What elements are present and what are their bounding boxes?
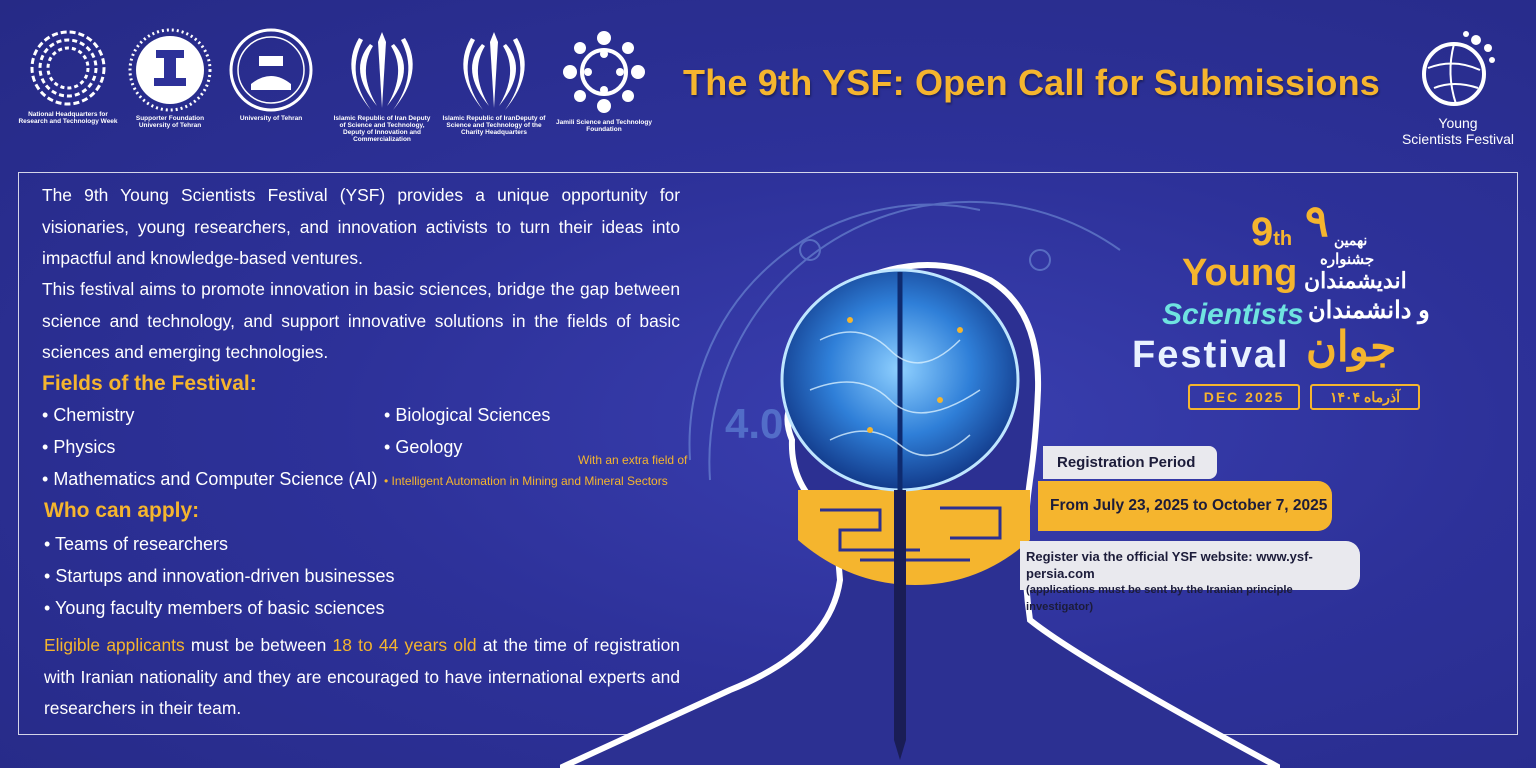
logo-caption: Islamic Republic of Iran Deputy of Scien… bbox=[333, 115, 431, 143]
logo-supporter-foundation: Supporter Foundation University of Tehra… bbox=[124, 28, 216, 129]
eligibility-paragraph: Eligible applicants must be between 18 t… bbox=[44, 630, 680, 725]
fields-heading: Fields of the Festival: bbox=[42, 372, 257, 395]
apply-heading: Who can apply: bbox=[44, 499, 200, 522]
page-title: The 9th YSF: Open Call for Submissions bbox=[683, 62, 1381, 103]
brand-logo: Young Scientists Festival bbox=[1398, 28, 1518, 147]
field-item: Chemistry bbox=[42, 405, 134, 426]
registration-website-box: Register via the official YSF website: w… bbox=[1020, 541, 1360, 613]
field-item: Biological Sciences bbox=[384, 405, 550, 426]
ysf-globe-icon bbox=[1422, 31, 1495, 106]
fest-fa-line2: جشنواره bbox=[1320, 251, 1375, 268]
fest-scientists: Scientists bbox=[1162, 298, 1304, 331]
registration-note: (applications must be sent by the Irania… bbox=[1026, 584, 1293, 613]
apply-item: Young faculty members of basic sciences bbox=[44, 598, 385, 619]
logo-national-headquarters: National Headquarters for Research and T… bbox=[18, 28, 118, 125]
extra-field-label: With an extra field of bbox=[578, 453, 688, 467]
registration-website[interactable]: Register via the official YSF website: w… bbox=[1026, 549, 1313, 581]
brand-line2: Scientists Festival bbox=[1401, 131, 1515, 147]
iran-emblem-icon bbox=[351, 32, 413, 110]
iran-emblem-icon bbox=[463, 32, 525, 110]
fest-fa-date: آذرماه ۱۴۰۴ bbox=[1310, 384, 1420, 410]
logo-caption: Jamili Science and Technology Foundation bbox=[556, 119, 652, 133]
logo-jamili-foundation: Jamili Science and Technology Foundation bbox=[556, 28, 652, 133]
fest-sup: th bbox=[1273, 228, 1293, 250]
field-item: Geology bbox=[384, 437, 462, 458]
molecule-ring-icon bbox=[563, 31, 645, 113]
logo-caption: Islamic Republic of IranDeputy of Scienc… bbox=[442, 115, 546, 136]
intro-paragraph-2: This festival aims to promote innovation… bbox=[42, 279, 680, 362]
logo-iran-emblem-1: Islamic Republic of Iran Deputy of Scien… bbox=[330, 28, 434, 143]
fest-fa-line3: اندیشمندان bbox=[1304, 268, 1407, 293]
logo-caption: University of Tehran bbox=[239, 115, 303, 122]
apply-item: Teams of researchers bbox=[44, 534, 228, 555]
brand-line1: Young bbox=[1438, 115, 1478, 131]
university-seal-icon bbox=[229, 28, 313, 112]
extra-field-text: Intelligent Automation in Mining and Min… bbox=[391, 474, 668, 488]
fest-festival: Festival bbox=[1132, 334, 1290, 376]
eligibility-text: at the time of registration with Iranian… bbox=[44, 635, 680, 718]
extra-field-item: • Intelligent Automation in Mining and M… bbox=[384, 474, 668, 488]
fest-num: 9 bbox=[1251, 210, 1274, 254]
fest-fa-big: جوان bbox=[1306, 323, 1397, 370]
logo-caption: National Headquarters for Research and T… bbox=[18, 111, 118, 125]
logo-iran-emblem-2: Islamic Republic of IranDeputy of Scienc… bbox=[440, 28, 548, 136]
fest-number: 9th bbox=[1251, 210, 1292, 255]
fest-fa-line1: نهمین bbox=[1334, 232, 1368, 248]
logo-university-of-tehran: University of Tehran bbox=[226, 28, 316, 122]
apply-item: Startups and innovation-driven businesse… bbox=[44, 566, 394, 587]
field-item: Physics bbox=[42, 437, 115, 458]
eligibility-text: must be between bbox=[184, 635, 333, 655]
head-brain-illustration: 4.0 bbox=[560, 200, 1280, 768]
fest-date: DEC 2025 bbox=[1188, 384, 1300, 410]
registration-period-label: Registration Period bbox=[1043, 446, 1217, 479]
field-item: Mathematics and Computer Science (AI) bbox=[42, 469, 377, 490]
age-range-highlight: 18 to 44 years old bbox=[332, 635, 477, 655]
eligibility-highlight: Eligible applicants bbox=[44, 635, 185, 655]
intro-paragraph-1: The 9th Young Scientists Festival (YSF) … bbox=[42, 185, 680, 268]
svg-text:4.0: 4.0 bbox=[725, 400, 783, 447]
logo-caption: Supporter Foundation University of Tehra… bbox=[135, 115, 205, 129]
fest-young: Young bbox=[1182, 252, 1298, 294]
registration-dates: From July 23, 2025 to October 7, 2025 bbox=[1038, 481, 1332, 531]
foundation-seal-icon bbox=[128, 28, 212, 112]
fest-fa-line4: و دانشمندان bbox=[1308, 297, 1430, 324]
spiral-emblem-icon bbox=[30, 30, 106, 106]
fest-fa-number: ۹ bbox=[1305, 197, 1329, 246]
